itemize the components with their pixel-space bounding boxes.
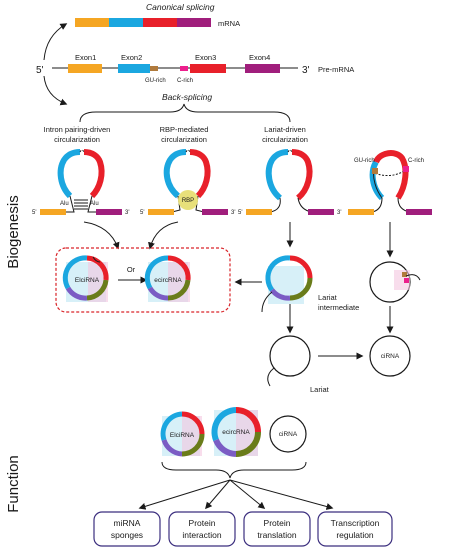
lariat-driven-structure xyxy=(246,149,334,215)
c-rich-element xyxy=(180,66,188,71)
col1-three: 3' xyxy=(125,210,129,216)
lariat-intermediate-line2: intermediate xyxy=(318,303,359,312)
col2-three: 3' xyxy=(231,210,235,216)
col1-five: 5' xyxy=(32,210,36,216)
intron-pairing-structure xyxy=(40,149,122,215)
mrna-exon3 xyxy=(143,18,177,27)
protein-interaction-line1: Protein xyxy=(189,518,216,528)
pre-mrna-exon1 xyxy=(68,64,102,73)
mrna-bar xyxy=(75,18,211,27)
col1-title-line1: Intron pairing-driven xyxy=(44,125,111,134)
col3-title-line2: circularization xyxy=(262,135,308,144)
gu-rich-label: GU-rich xyxy=(145,78,166,84)
rbp-label: RBP xyxy=(182,198,194,204)
function-box-protein-interaction: Protein interaction xyxy=(168,511,236,547)
col1-down-arrow xyxy=(83,221,120,250)
rbp-mediated-structure xyxy=(148,149,228,215)
transcription-regulation-line2: regulation xyxy=(336,530,374,540)
col2-title-line1: RBP-mediated xyxy=(160,125,209,134)
exon4-label: Exon4 xyxy=(249,53,270,62)
col1-title-line2: circularization xyxy=(54,135,100,144)
function-cirna-ring xyxy=(269,415,307,453)
function-ecircrna-label: ecircRNA xyxy=(222,429,250,436)
function-elcirna-label: ElciRNA xyxy=(170,432,195,439)
function-side-label: Function xyxy=(5,455,22,513)
arrow-to-mirna xyxy=(138,479,231,510)
col3-title-line1: Lariat-driven xyxy=(264,125,306,134)
col4-gu-rich xyxy=(372,168,378,174)
col2-down-arrow xyxy=(148,221,179,250)
canonical-splicing-label: Canonical splicing xyxy=(146,2,215,12)
alu-left-label: Alu xyxy=(60,201,69,207)
exonic-circrna-box xyxy=(55,247,231,313)
lariat-intermediate-line1: Lariat xyxy=(318,293,338,302)
protein-translation-line2: translation xyxy=(257,530,296,540)
pre-mrna-three-prime: 3' xyxy=(302,65,310,76)
arrow-to-protein-translation xyxy=(229,479,266,509)
arrow-to-protein-interaction xyxy=(205,479,231,510)
col4-gu-rich-label: GU-rich xyxy=(354,158,375,164)
biogenesis-side-label: Biogenesis xyxy=(5,195,22,268)
function-box-protein-translation: Protein translation xyxy=(243,511,311,547)
function-brace xyxy=(161,461,307,479)
back-splicing-arrow xyxy=(43,75,68,106)
col2-five: 5' xyxy=(140,210,144,216)
protein-interaction-line2: interaction xyxy=(182,530,221,540)
canonical-arrow xyxy=(43,23,68,61)
ecircrna-ring xyxy=(144,255,191,302)
lariat-ring xyxy=(267,335,311,387)
mrna-exon4 xyxy=(177,18,211,27)
pre-mrna-exon2 xyxy=(118,64,150,73)
function-ecircrna-ring xyxy=(211,407,261,457)
cirna-label: ciRNA xyxy=(381,353,400,360)
rbp-protein xyxy=(178,190,198,210)
elcirna-label: ElciRNA xyxy=(75,277,100,284)
pre-mrna-exon3 xyxy=(190,64,226,73)
col2-title-line2: circularization xyxy=(161,135,207,144)
cirna-ring xyxy=(369,335,411,377)
protein-translation-line1: Protein xyxy=(264,518,291,528)
function-elcirna-ring xyxy=(160,411,205,457)
back-splicing-label: Back-splicing xyxy=(162,92,212,102)
function-box-mirna-sponges: miRNA sponges xyxy=(93,511,161,547)
exon1-label: Exon1 xyxy=(75,53,96,62)
mrna-label: mRNA xyxy=(218,19,240,28)
transcription-regulation-line1: Transcription xyxy=(331,518,380,528)
col4-intermediate-ring xyxy=(369,261,421,303)
mirna-sponges-line1: miRNA xyxy=(114,518,141,528)
pre-mrna-five-prime: 5' xyxy=(36,65,44,76)
back-splicing-brace xyxy=(79,103,291,123)
function-cirna-label: ciRNA xyxy=(279,431,298,438)
pre-mrna-label: Pre-mRNA xyxy=(318,65,354,74)
mrna-exon2 xyxy=(109,18,143,27)
pre-mrna-exon4 xyxy=(245,64,280,73)
exon2-label: Exon2 xyxy=(121,53,142,62)
col4-c-rich-label: C-rich xyxy=(408,158,424,164)
col3-five: 5' xyxy=(238,210,242,216)
function-box-transcription-regulation: Transcription regulation xyxy=(317,511,393,547)
mrna-exon1 xyxy=(75,18,109,27)
intronic-circularization-structure xyxy=(348,150,432,215)
or-label: Or xyxy=(127,265,136,274)
mirna-sponges-line2: sponges xyxy=(111,530,143,540)
lariat-label: Lariat xyxy=(310,385,330,394)
ecircrna-label: ecircRNA xyxy=(154,277,182,284)
col3-three: 3' xyxy=(337,210,341,216)
col4-c-rich xyxy=(403,166,409,172)
exon3-label: Exon3 xyxy=(195,53,216,62)
elcirna-ring xyxy=(62,255,109,302)
lariat-intermediate-ring xyxy=(261,255,313,313)
c-rich-label: C-rich xyxy=(177,78,193,84)
alu-right-label: Alu xyxy=(90,201,99,207)
gu-rich-element xyxy=(150,66,158,71)
arrow-to-transcription xyxy=(229,479,334,510)
